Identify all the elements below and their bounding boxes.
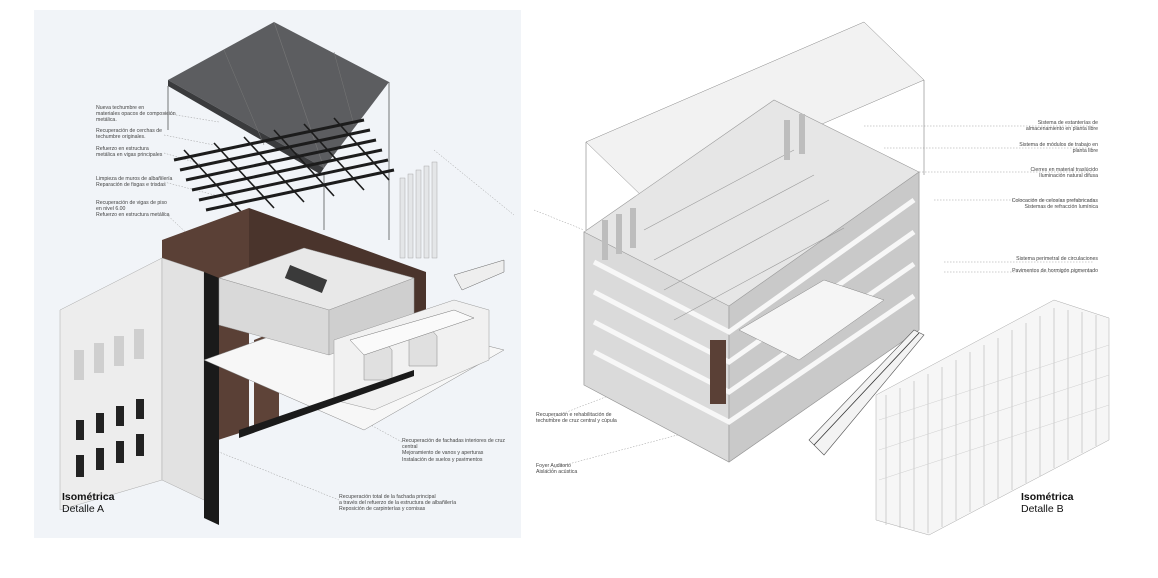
roof-trusses <box>173 118 395 212</box>
annotation-floor-beams: Recuperación de vigas de piso en nivel 6… <box>96 200 170 219</box>
main-facade <box>59 257 163 511</box>
title-a-heading: Isométrica <box>62 491 115 503</box>
annotation-lattices: Colocación de celosías prefabricadas Sis… <box>1011 198 1098 211</box>
isometric-drawing-b <box>533 21 1110 536</box>
annotation-metal-reinforcement: Refuerzo en estructura metálica en vigas… <box>96 146 163 159</box>
annotation-workstations: Sistema de módulos de trabajo en planta … <box>1019 142 1098 155</box>
annotation-foyer: Foyer Auditorio Aislación acústica <box>536 463 578 476</box>
annotation-translucent: Cierres en material traslúcido Iluminaci… <box>1030 167 1098 180</box>
escalator <box>808 329 925 456</box>
isometric-drawing-a <box>59 21 515 525</box>
annotation-shelving: Sistema de estanterías de almacenamiento… <box>1025 120 1098 133</box>
title-a-subtitle: Detalle A <box>62 503 105 515</box>
annotation-wall-cleaning: Limpieza de muros de albañilería Reparac… <box>96 176 173 189</box>
annotation-pavements: Pavimentos de hormigón pigmentado <box>1012 268 1098 274</box>
title-detail-a: Isométrica Detalle A <box>62 491 115 515</box>
roof-shape <box>168 22 389 168</box>
annotation-main-facade: Recuperación total de la fachada princip… <box>339 494 457 513</box>
annotation-circulation: Sistema perimetral de circulaciones <box>1016 256 1098 262</box>
annotation-interior-facades: Recuperación de fachadas interiores de c… <box>402 438 505 463</box>
lattice-screen <box>875 299 1110 536</box>
annotation-dome: Recuperación e rehabilitación de techumb… <box>536 412 617 425</box>
annotation-new-roof: Nueva techumbre en materiales opacos de … <box>96 105 176 124</box>
title-detail-b: Isométrica Detalle B <box>1021 491 1074 515</box>
annotation-trusses: Recuperación de cerchas de techumbre ori… <box>96 128 163 141</box>
brick-element-b <box>710 340 726 404</box>
panel-detail-a: Nueva techumbre en materiales opacos de … <box>34 10 521 538</box>
title-b-subtitle: Detalle B <box>1021 503 1064 515</box>
title-b-heading: Isométrica <box>1021 491 1074 503</box>
panel-detail-b: Sistema de estanterías de almacenamiento… <box>524 0 1158 578</box>
